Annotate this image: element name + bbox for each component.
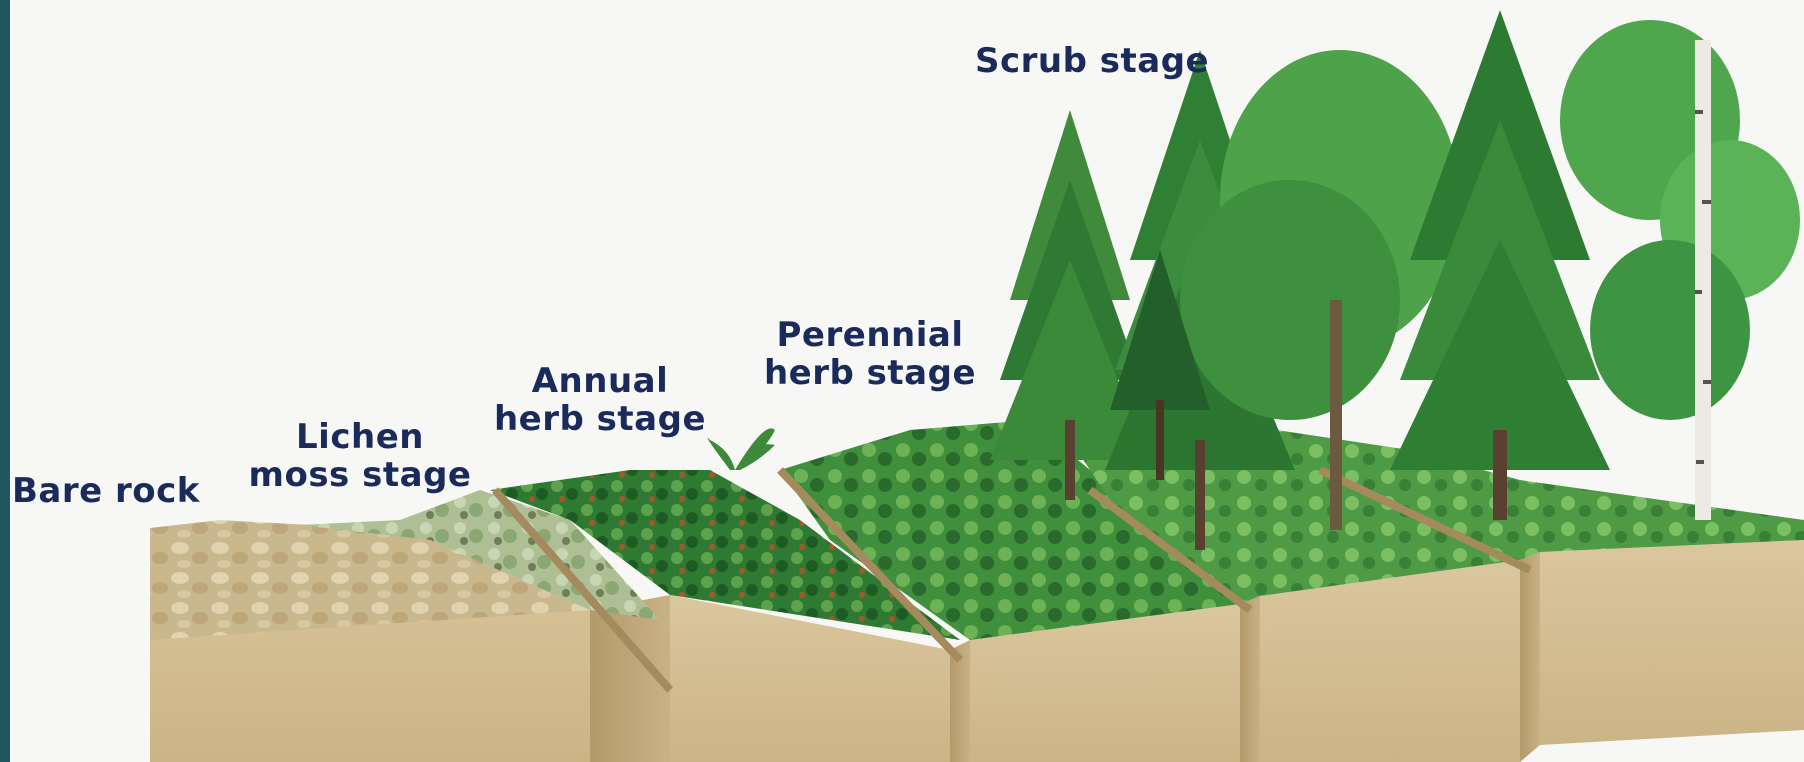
scrub-trees xyxy=(990,10,1800,550)
label-bare-rock: Bare rock xyxy=(12,472,222,510)
label-annual-herb-stage: Annual herb stage xyxy=(480,362,720,438)
diagram-panel: Bare rock Lichen moss stage Annual herb … xyxy=(10,0,1804,762)
label-lichen-moss-stage: Lichen moss stage xyxy=(240,418,480,494)
label-scrub-stage: Scrub stage xyxy=(975,42,1225,80)
label-perennial-herb-stage: Perennial herb stage xyxy=(750,316,990,392)
